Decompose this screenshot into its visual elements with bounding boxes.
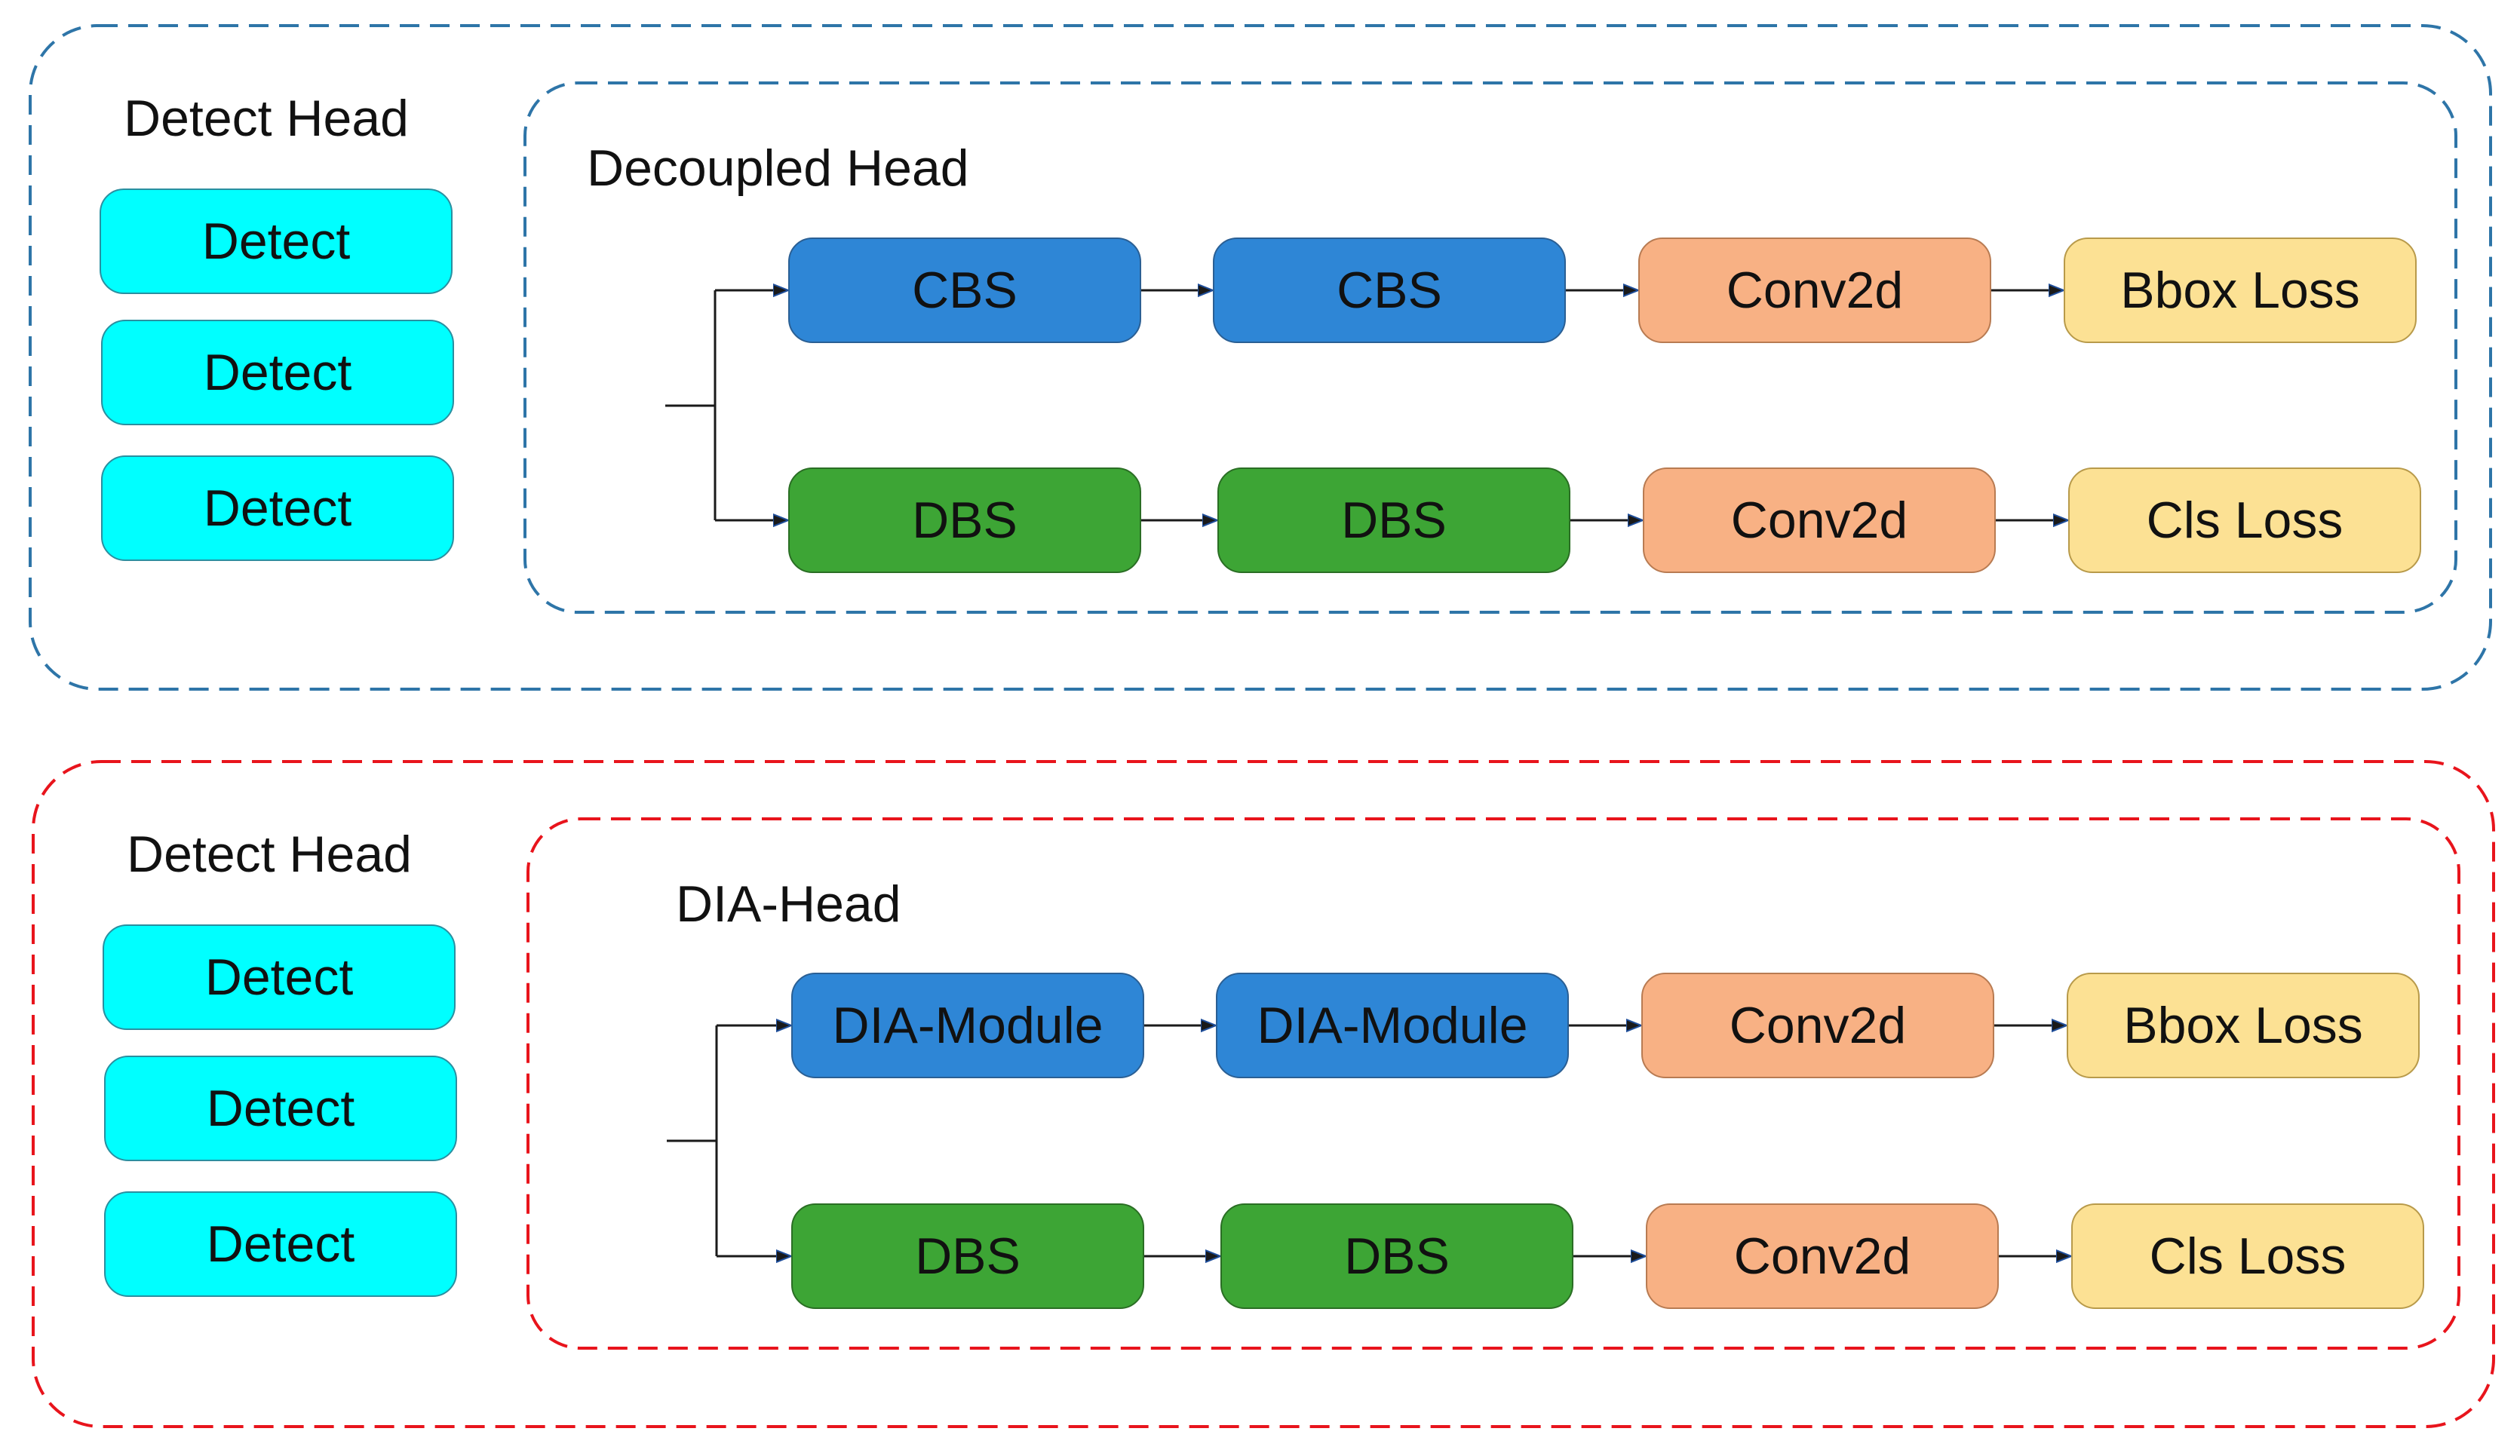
bottom-row1-dia-module-2: DIA-Module (1216, 973, 1569, 1078)
bottom-row2-dbs-2: DBS (1220, 1203, 1573, 1309)
bottom-row1-bbox-loss: Bbox Loss (2067, 973, 2420, 1078)
top-row2-dbs-1: DBS (788, 467, 1141, 573)
top-detect-1: Detect (100, 189, 453, 294)
bottom-detect-3: Detect (104, 1191, 457, 1297)
top-row1-bbox-loss: Bbox Loss (2064, 238, 2417, 343)
bottom-row1-conv2d: Conv2d (1641, 973, 1994, 1078)
top-row1-cbs-1: CBS (788, 238, 1141, 343)
top-row1-conv2d: Conv2d (1638, 238, 1991, 343)
bottom-inner-frame (526, 817, 2460, 1350)
bottom-row2-conv2d: Conv2d (1646, 1203, 1999, 1309)
top-inner-frame (523, 81, 2457, 614)
bottom-detect-2: Detect (104, 1056, 457, 1161)
bottom-connectors (667, 1025, 2070, 1256)
top-detect-3: Detect (101, 455, 454, 561)
bottom-detect-head-title: Detect Head (127, 826, 412, 883)
top-decoupled-head-title: Decoupled Head (587, 139, 969, 197)
bottom-row1-dia-module-1: DIA-Module (791, 973, 1144, 1078)
bottom-row2-dbs-1: DBS (791, 1203, 1144, 1309)
bottom-dia-head-title: DIA-Head (676, 875, 901, 933)
top-connectors (665, 290, 2067, 520)
top-detect-head-title: Detect Head (124, 90, 409, 147)
bottom-detect-1: Detect (103, 924, 456, 1030)
top-row2-cls-loss: Cls Loss (2068, 467, 2421, 573)
top-detect-2: Detect (101, 320, 454, 425)
bottom-outer-frame (32, 760, 2495, 1428)
top-outer-frame (29, 24, 2492, 691)
bottom-row2-cls-loss: Cls Loss (2071, 1203, 2424, 1309)
top-row2-dbs-2: DBS (1217, 467, 1570, 573)
top-row2-conv2d: Conv2d (1643, 467, 1996, 573)
top-row1-cbs-2: CBS (1213, 238, 1566, 343)
